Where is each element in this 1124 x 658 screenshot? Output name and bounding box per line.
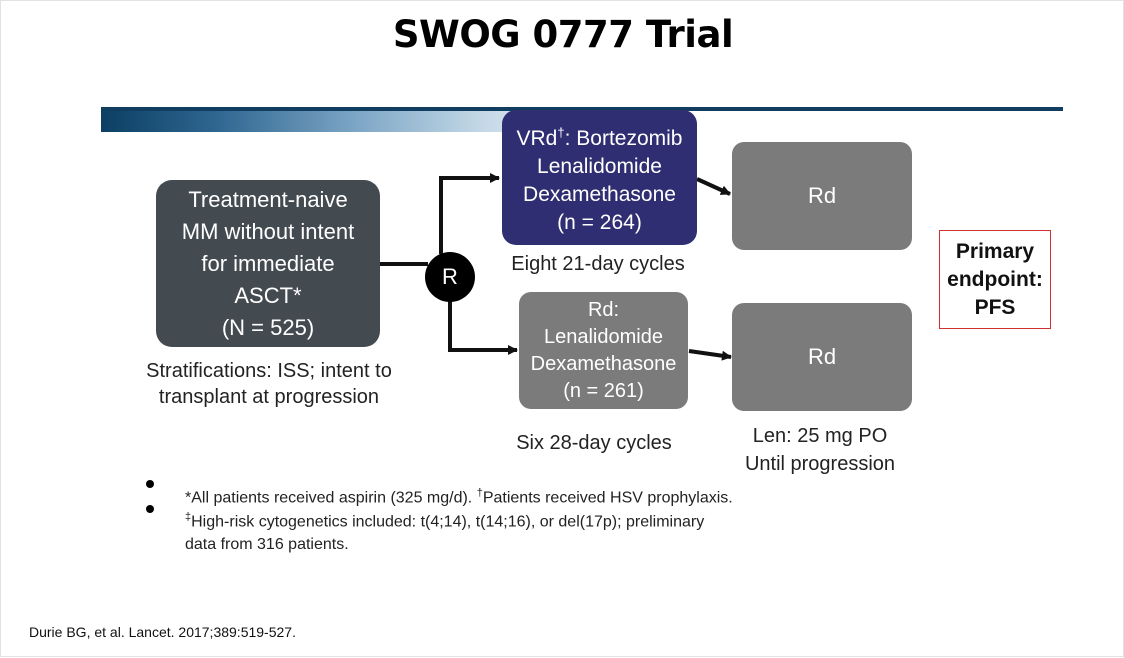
- rd-line: Rd:: [587, 298, 620, 321]
- vrd-dagger: †: [557, 124, 565, 140]
- stratifications-line: Stratifications: ISS; intent to: [146, 360, 392, 382]
- vrd-drug-2: Lenalidomide: [537, 154, 662, 178]
- footnote-2: ‡High-risk cytogenetics included: t(4;14…: [185, 506, 805, 556]
- footnote-bullet: [146, 505, 154, 513]
- footnote-1: *All patients received aspirin (325 mg/d…: [185, 482, 805, 509]
- endpoint-line: endpoint:: [947, 267, 1043, 291]
- vrd-maintenance-box: Rd: [732, 142, 912, 250]
- vrd-abbrev: VRd: [516, 126, 558, 150]
- population-line: ASCT*: [234, 282, 302, 308]
- footnote-2-line-2: data from 316 patients.: [185, 536, 349, 554]
- rd-arm-box: Rd: Lenalidomide Dexamethasone (n = 261): [519, 292, 688, 409]
- vrd-cycles-label: Eight 21-day cycles: [511, 253, 685, 275]
- rd-line: Dexamethasone: [530, 352, 677, 375]
- slide-title: SWOG 0777 Trial: [392, 13, 734, 56]
- rd-cycles-label: Six 28-day cycles: [516, 432, 672, 454]
- footnote-bullet: [146, 480, 154, 488]
- stratifications-label: Stratifications: ISS; intent to transpla…: [139, 358, 399, 410]
- footnote-2-line-1: High-risk cytogenetics included: t(4;14)…: [191, 513, 705, 531]
- population-line: for immediate: [201, 250, 335, 276]
- endpoint-line: PFS: [974, 295, 1016, 319]
- rd-maintenance-box: Rd: [732, 303, 912, 411]
- connector-r-to-rd: [448, 300, 518, 355]
- maintenance-duration: Until progression: [744, 453, 896, 475]
- vrd-drug-3: Dexamethasone: [523, 182, 676, 206]
- rd-line: (n = 261): [563, 379, 644, 402]
- footnote-1-text: *All patients received aspirin (325 mg/d…: [185, 489, 477, 507]
- footnote-1-dagger: †: [476, 487, 483, 499]
- rd-line: Lenalidomide: [544, 325, 663, 348]
- maintenance-dose: Len: 25 mg PO: [752, 425, 888, 447]
- primary-endpoint-box: Primary endpoint: PFS: [939, 230, 1051, 329]
- vrd-drug-1: : Bortezomib: [564, 126, 683, 150]
- arrow-rd-to-maintenance: [688, 349, 732, 361]
- endpoint-line: Primary: [955, 239, 1035, 263]
- population-line: MM without intent: [181, 218, 355, 244]
- vrd-count: (n = 264): [557, 210, 642, 234]
- vrd-line-1: VRd†: Bortezomib: [517, 119, 683, 153]
- maintenance-dosing-label: Len: 25 mg PO Until progression: [729, 422, 911, 478]
- arrow-vrd-to-maintenance: [696, 177, 731, 196]
- stratifications-line: transplant at progression: [158, 386, 380, 408]
- reference-citation: Durie BG, et al. Lancet. 2017;389:519-52…: [29, 624, 296, 640]
- footnote-2-mark: ‡: [185, 511, 192, 523]
- vrd-arm-box: VRd†: Bortezomib Lenalidomide Dexamethas…: [502, 110, 697, 245]
- header-band-line: [101, 107, 1063, 111]
- population-line: Treatment-naive: [188, 186, 348, 212]
- connector-r-to-vrd: [439, 173, 500, 254]
- footnote-1-text-b: Patients received HSV prophylaxis.: [482, 489, 733, 507]
- population-box: Treatment-naive MM without intent for im…: [156, 180, 380, 347]
- population-line: (N = 525): [221, 314, 315, 340]
- randomize-circle: R: [425, 252, 475, 302]
